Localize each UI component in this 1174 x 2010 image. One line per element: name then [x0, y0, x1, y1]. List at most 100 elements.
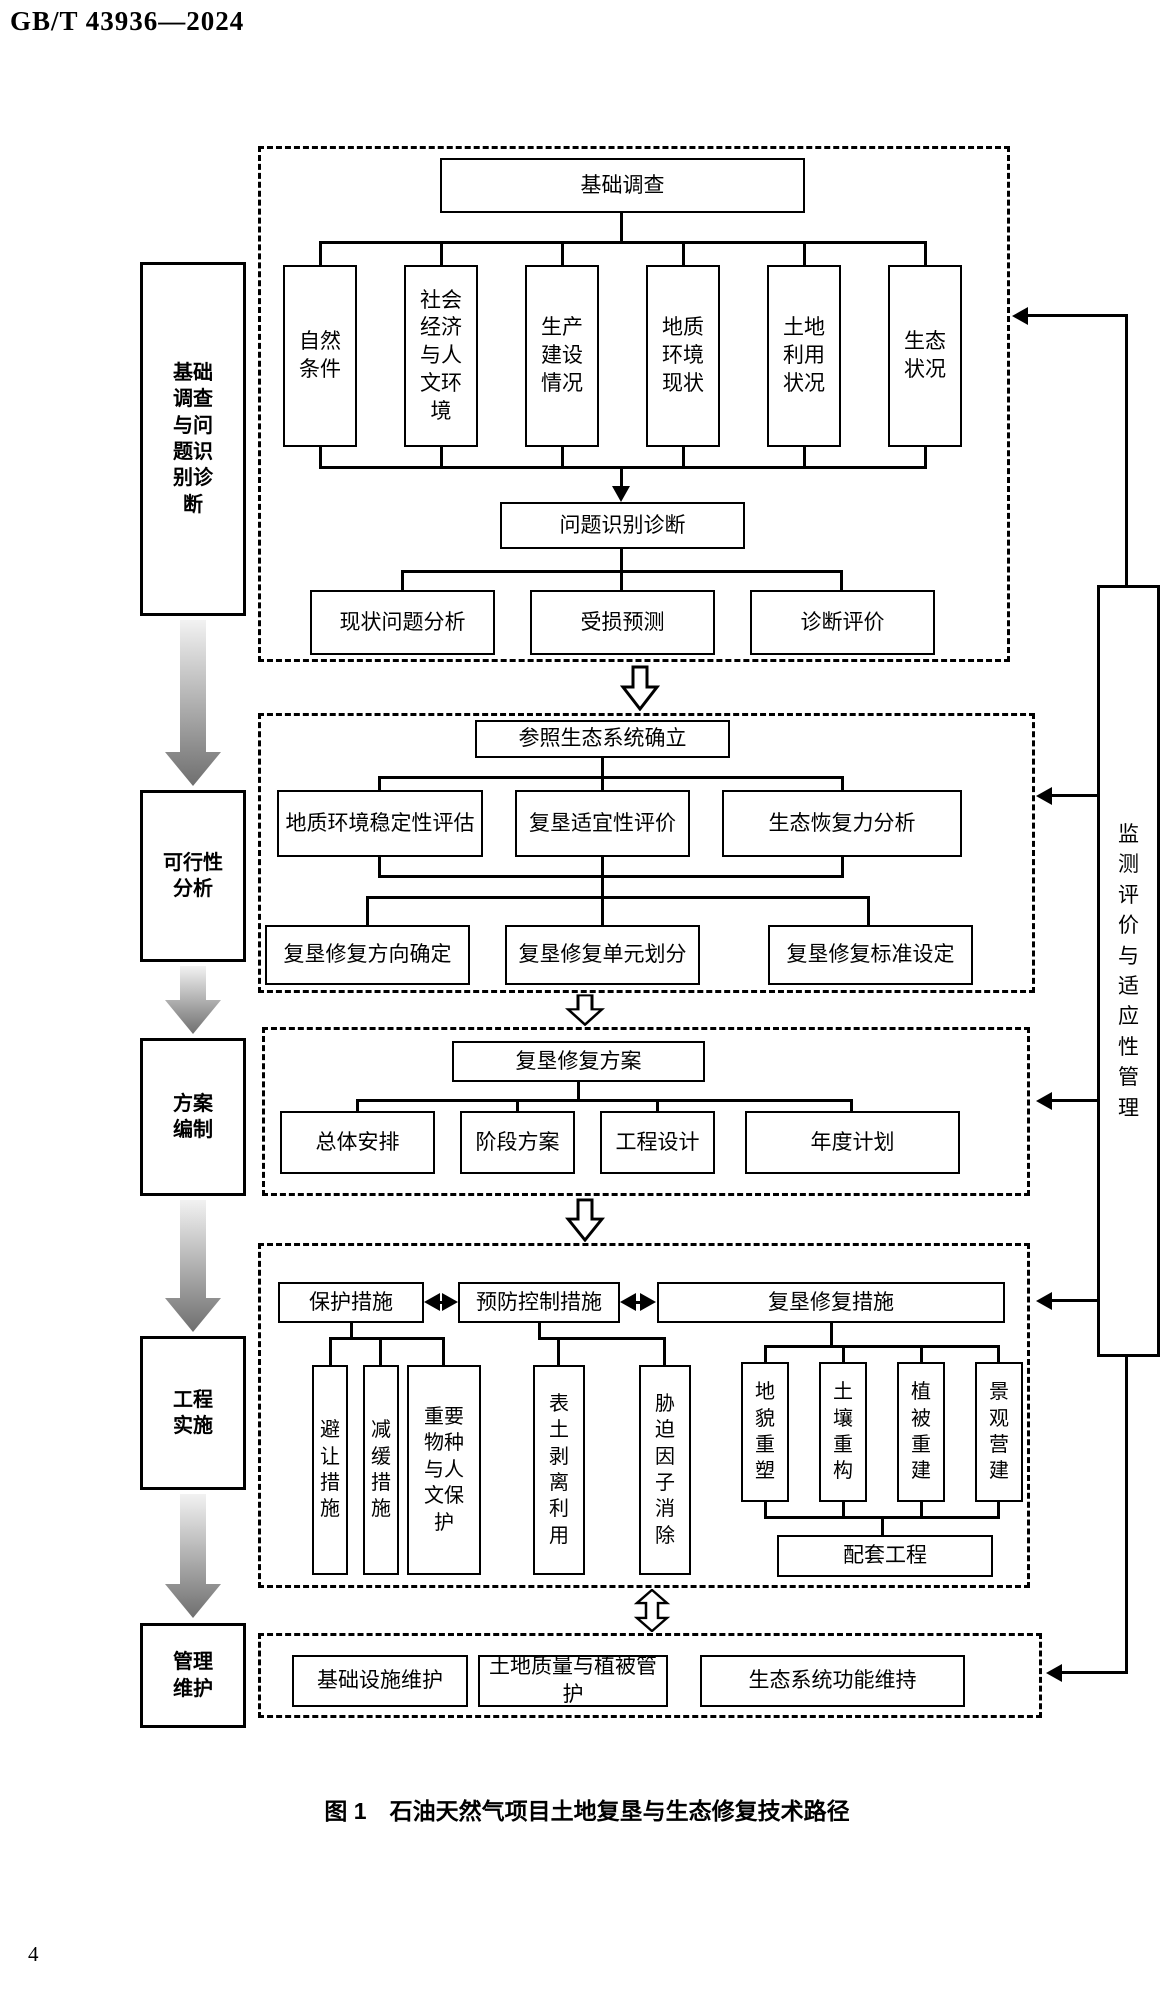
connector — [1026, 314, 1128, 317]
connector — [378, 875, 844, 878]
connector — [329, 1337, 332, 1365]
arrowhead-down — [612, 486, 630, 502]
plan-item-box: 总体安排 — [280, 1111, 435, 1174]
connector — [682, 447, 685, 468]
connector — [1050, 794, 1097, 797]
section-survey-frame — [258, 146, 1010, 662]
measure-item-label: 土壤重构 — [833, 1381, 853, 1483]
arrowhead-left — [1012, 307, 1028, 325]
measure-item-box: 胁迫因子消除 — [639, 1365, 691, 1575]
phase-label: 管理维护 — [173, 1651, 213, 1700]
connector — [764, 1345, 767, 1362]
survey-item-label: 生产建设情况 — [540, 315, 583, 395]
connector — [356, 1099, 853, 1102]
connector — [663, 1337, 666, 1365]
maintenance-item-label: 生态系统功能维持 — [748, 1668, 917, 1693]
reclamation-measures-label: 复垦修复措施 — [768, 1289, 894, 1314]
connector — [516, 1099, 519, 1111]
measure-item-box: 植被重建 — [897, 1362, 945, 1502]
arrowhead-left — [1036, 1092, 1052, 1110]
connector — [366, 896, 870, 899]
connector — [764, 1502, 767, 1518]
connector — [841, 857, 844, 877]
connector — [538, 1337, 666, 1340]
plan-item-label: 阶段方案 — [475, 1129, 560, 1154]
phase-box-maintenance: 管理维护 — [140, 1623, 246, 1728]
plan-item-label: 总体安排 — [315, 1129, 400, 1154]
connector — [329, 1337, 445, 1340]
diagnosis-item-label: 现状问题分析 — [339, 609, 466, 634]
plan-item-box: 阶段方案 — [460, 1111, 575, 1174]
connector — [378, 776, 381, 790]
plan-item-label: 年度计划 — [810, 1129, 895, 1154]
measure-item-label: 地貌重塑 — [755, 1381, 775, 1483]
connector — [401, 570, 404, 590]
supporting-works-label: 配套工程 — [843, 1543, 927, 1568]
connector — [601, 896, 604, 925]
measure-item-label: 景观营建 — [989, 1381, 1009, 1483]
reclamation-plan-box: 复垦修复方案 — [452, 1041, 705, 1082]
survey-item-box: 生产建设情况 — [525, 265, 599, 447]
measure-item-label: 植被重建 — [911, 1381, 931, 1483]
monitoring-box: 监测评价与适应性管理 — [1097, 585, 1160, 1357]
hollow-arrow-down-1 — [620, 665, 660, 711]
phase-label: 方案编制 — [173, 1092, 213, 1141]
gradient-arrow-down-4 — [165, 1494, 221, 1618]
measure-item-box: 避让措施 — [312, 1365, 348, 1575]
section-feasibility-frame — [258, 713, 1035, 993]
connector — [841, 776, 844, 790]
survey-item-label: 社会经济与人文环境 — [419, 287, 462, 423]
measure-item-box: 重要物种与人文保护 — [407, 1365, 481, 1575]
connector — [620, 213, 623, 243]
diagnosis-item-box: 诊断评价 — [750, 590, 935, 655]
connector — [682, 241, 685, 265]
survey-item-label: 地质环境现状 — [661, 315, 704, 395]
basic-survey-box: 基础调查 — [440, 158, 805, 213]
plan-item-label: 工程设计 — [615, 1129, 700, 1154]
output-box: 复垦修复单元划分 — [505, 925, 700, 985]
connector — [1060, 1671, 1128, 1674]
connector — [442, 1337, 445, 1365]
connector — [601, 857, 604, 877]
section-plan-frame — [262, 1027, 1030, 1196]
measure-item-label: 表土剥离利用 — [549, 1392, 569, 1547]
maintenance-item-box: 生态系统功能维持 — [700, 1655, 965, 1707]
arrowhead-right — [640, 1293, 656, 1311]
prevention-control-box: 预防控制措施 — [458, 1282, 620, 1323]
connector — [440, 241, 443, 265]
connector — [319, 241, 927, 244]
connector — [401, 570, 843, 573]
measure-item-box: 地貌重塑 — [741, 1362, 789, 1502]
survey-item-label: 土地利用状况 — [782, 315, 825, 395]
reference-ecosystem-box: 参照生态系统确立 — [475, 720, 730, 758]
page-number: 4 — [28, 1942, 39, 1966]
phase-label: 工程实施 — [173, 1388, 213, 1437]
assessment-label: 复垦适宜性评价 — [529, 810, 676, 835]
connector — [350, 1323, 353, 1339]
phase-label: 可行性分析 — [163, 851, 223, 900]
survey-item-label: 自然条件 — [298, 329, 341, 381]
arrowhead-left — [620, 1293, 636, 1311]
survey-item-box: 生态状况 — [888, 265, 962, 447]
connector — [366, 896, 369, 925]
assessment-box: 地质环境稳定性评估 — [277, 790, 483, 857]
connector — [356, 1099, 359, 1111]
connector — [920, 1345, 923, 1362]
connector — [1050, 1299, 1097, 1302]
connector — [656, 1099, 659, 1111]
connector — [850, 1099, 853, 1111]
connector — [577, 1082, 580, 1101]
arrowhead-left — [1036, 787, 1052, 805]
measure-item-box: 减缓措施 — [363, 1365, 399, 1575]
connector — [557, 1337, 560, 1365]
output-box: 复垦修复标准设定 — [768, 925, 973, 985]
maintenance-item-box: 基础设施维护 — [292, 1655, 468, 1707]
diagnosis-item-box: 受损预测 — [530, 590, 715, 655]
connector — [867, 896, 870, 925]
connector — [620, 466, 623, 487]
gradient-arrow-down-2 — [165, 966, 221, 1034]
survey-item-box: 自然条件 — [283, 265, 357, 447]
phase-box-survey: 基础调查与问题识别诊断 — [140, 262, 246, 616]
gradient-arrow-down-3 — [165, 1200, 221, 1332]
